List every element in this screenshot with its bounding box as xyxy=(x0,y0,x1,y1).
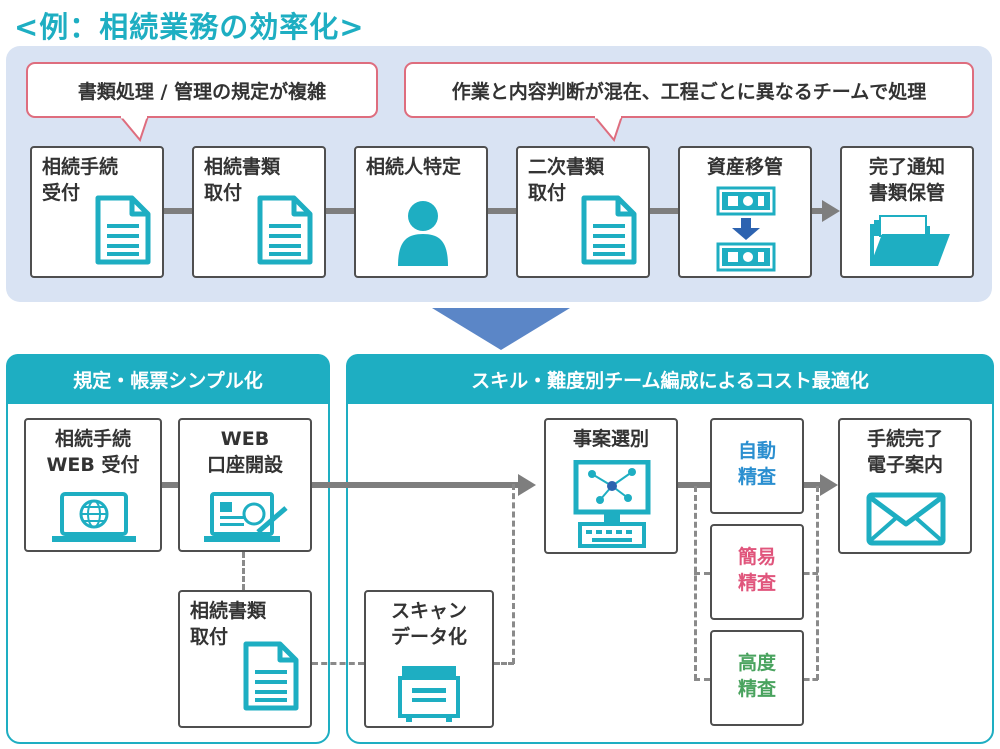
connector xyxy=(804,482,824,488)
simplification-panel-header: 規定・帳票シンプル化 xyxy=(6,354,330,404)
dashed-connector xyxy=(512,484,515,664)
step-card-secondary-docs: 二次書類 取付 xyxy=(516,146,650,278)
dashed-connector xyxy=(242,552,245,590)
callout-left-text: 書類処理 / 管理の規定が複雑 xyxy=(77,80,327,103)
box-web-reception: 相続手続 WEB 受付 xyxy=(24,418,162,552)
box-web-account-opening: WEB 口座開設 xyxy=(178,418,312,552)
team-optimization-panel-header: スキル・難度別チーム編成によるコスト最適化 xyxy=(346,354,994,404)
box-auto-check: 自動 精査 xyxy=(710,418,804,514)
box-label: 手続完了 電子案内 xyxy=(866,428,943,476)
step-card-heir-identification: 相続人特定 xyxy=(354,146,488,278)
dashed-connector xyxy=(804,572,818,575)
box-label: 高度 精査 xyxy=(737,652,776,700)
computer-network-icon xyxy=(573,460,651,548)
connector xyxy=(812,208,826,214)
box-label: 事案選別 xyxy=(572,428,649,450)
dashed-connector xyxy=(804,678,818,681)
copier-icon xyxy=(398,666,460,722)
arrow-right-icon xyxy=(822,200,840,222)
box-label: 相続書類 取付 xyxy=(190,600,267,648)
box-advanced-check: 高度 精査 xyxy=(710,630,804,726)
dashed-connector xyxy=(312,662,364,665)
box-label: スキャン データ化 xyxy=(390,600,467,648)
connector xyxy=(326,208,358,214)
step-label: 資産移管 xyxy=(706,156,783,178)
person-icon xyxy=(398,201,448,266)
dashed-connector xyxy=(494,662,514,665)
box-scan-digitize: スキャン データ化 xyxy=(364,590,494,728)
box-simple-check: 簡易 精査 xyxy=(710,524,804,620)
connector xyxy=(162,482,178,488)
arrow-right-icon xyxy=(820,474,838,496)
step-label: 相続書類 取付 xyxy=(204,156,281,204)
box-case-sorting: 事案選別 xyxy=(544,418,678,554)
money-transfer-icon xyxy=(716,186,776,272)
panel-header-text: スキル・難度別チーム編成によるコスト最適化 xyxy=(471,369,869,392)
dashed-connector xyxy=(816,486,819,680)
step-label: 二次書類 取付 xyxy=(528,156,605,204)
step-card-asset-transfer: 資産移管 xyxy=(678,146,812,278)
box-label: 自動 精査 xyxy=(737,440,776,488)
document-icon xyxy=(95,195,151,265)
connector xyxy=(678,482,710,488)
document-icon xyxy=(243,641,299,711)
box-label: 相続手続 WEB 受付 xyxy=(46,428,140,476)
arrow-right-icon xyxy=(518,474,536,496)
callout-left: 書類処理 / 管理の規定が複雑 xyxy=(26,62,378,118)
connector xyxy=(312,482,522,488)
callout-right-tail xyxy=(592,116,624,142)
dashed-connector xyxy=(694,678,710,681)
step-card-completion-storage: 完了通知 書類保管 xyxy=(840,146,974,278)
callout-right-text: 作業と内容判断が混在、工程ごとに異なるチームで処理 xyxy=(451,80,927,103)
envelope-icon xyxy=(866,492,946,546)
page-title: <例：相続業務の効率化> xyxy=(14,10,365,44)
box-label: 簡易 精査 xyxy=(737,546,776,594)
callout-right: 作業と内容判断が混在、工程ごとに異なるチームで処理 xyxy=(404,62,974,118)
folder-icon xyxy=(870,215,950,266)
connector xyxy=(488,208,520,214)
chevron-down-icon xyxy=(432,308,570,350)
dashed-connector xyxy=(694,572,710,575)
laptop-globe-icon xyxy=(52,492,136,542)
box-completion-notice: 手続完了 電子案内 xyxy=(838,418,972,554)
document-icon xyxy=(581,195,637,265)
box-label: WEB 口座開設 xyxy=(206,428,283,476)
document-icon xyxy=(257,195,313,265)
step-card-inheritance-docs: 相続書類 取付 xyxy=(192,146,326,278)
panel-header-text: 規定・帳票シンプル化 xyxy=(73,369,263,392)
step-label: 相続手続 受付 xyxy=(42,156,119,204)
connector xyxy=(164,208,196,214)
box-inheritance-docs: 相続書類 取付 xyxy=(178,590,312,728)
screen-form-icon xyxy=(204,492,288,542)
step-label: 完了通知 書類保管 xyxy=(868,156,945,204)
connector xyxy=(650,208,682,214)
step-card-inheritance-reception: 相続手続 受付 xyxy=(30,146,164,278)
dashed-connector xyxy=(694,486,697,680)
step-label: 相続人特定 xyxy=(366,156,462,178)
callout-left-tail xyxy=(118,116,150,142)
